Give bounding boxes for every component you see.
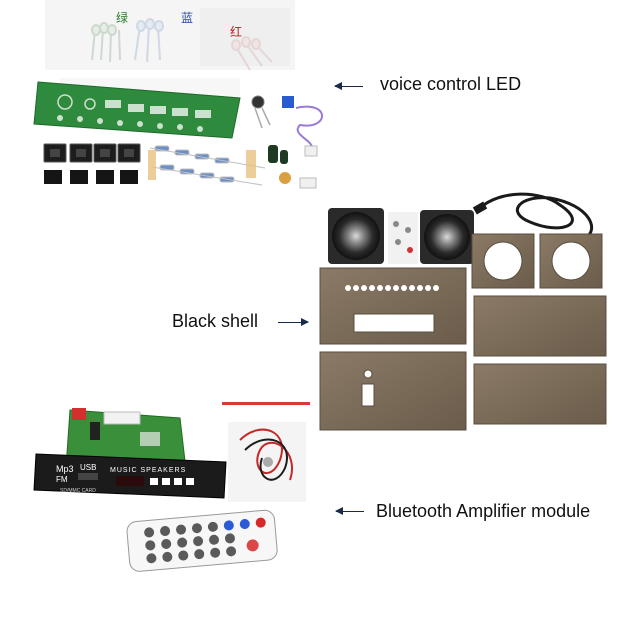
speakers xyxy=(328,192,594,264)
speaker-right-cone xyxy=(424,214,470,260)
bag-label-green: 绿 xyxy=(116,10,128,25)
led-display xyxy=(116,476,144,486)
resistors xyxy=(149,145,266,186)
ir-remote xyxy=(126,509,278,572)
blue-leds xyxy=(134,18,164,63)
wire-coil xyxy=(295,105,323,151)
label-black-shell: Black shell xyxy=(172,311,259,331)
module-face-panel: Mp3 FM USB MUSIC SPEAKERS SD/MMC CARD xyxy=(33,453,227,499)
wire-connector xyxy=(304,145,318,157)
potentiometer xyxy=(282,96,294,108)
bluetooth-module: Mp3 FM USB MUSIC SPEAKERS SD/MMC CARD xyxy=(33,402,310,502)
led-bags: 绿 蓝 红 xyxy=(45,0,295,71)
panel-brand-label: MUSIC SPEAKERS xyxy=(110,467,186,474)
usb-plug xyxy=(472,201,488,215)
ic-sockets xyxy=(43,143,141,163)
red-leds xyxy=(231,36,273,71)
speaker-panel-left xyxy=(471,233,535,289)
bt-capacitor xyxy=(90,422,100,440)
panel-card-label: SD/MMC CARD xyxy=(60,488,96,494)
side-panel-upper xyxy=(473,295,607,357)
ic-chips xyxy=(44,170,138,184)
bt-white-connector xyxy=(103,411,141,425)
screws-bag xyxy=(388,212,418,264)
remote-buttons xyxy=(144,521,237,564)
bt-red-connector xyxy=(72,408,86,420)
acrylic-shell xyxy=(319,233,607,431)
bottom-panel xyxy=(319,351,467,431)
bt-chip xyxy=(140,432,160,446)
led-pcb-kit xyxy=(33,78,323,189)
red-wire-strip xyxy=(222,402,310,405)
panel-buttons xyxy=(150,478,194,485)
pcb-silkscreen xyxy=(57,94,211,132)
remote-blue-button xyxy=(223,520,234,531)
usb-cable xyxy=(478,192,594,240)
remote-blue-button-2 xyxy=(239,519,250,530)
panel-usb-label: USB xyxy=(80,463,96,472)
arrow-bt-module xyxy=(335,507,364,515)
panel-fm-label: FM xyxy=(56,475,68,484)
speaker-panel-right xyxy=(539,233,603,289)
bag-label-blue: 蓝 xyxy=(181,11,193,25)
speaker-left-cone xyxy=(332,212,380,260)
arrow-voice-led xyxy=(334,82,363,90)
label-bt-module: Bluetooth Amplifier module xyxy=(376,501,591,521)
top-panel xyxy=(319,267,467,345)
remote-power-button xyxy=(255,517,266,528)
capacitors xyxy=(148,145,291,184)
microphone xyxy=(251,95,271,129)
side-panel-lower xyxy=(473,363,607,425)
usb-port xyxy=(78,473,98,480)
label-voice-led: voice control LED xyxy=(380,74,522,94)
arrow-black-shell xyxy=(278,318,309,326)
header-connector xyxy=(299,177,317,189)
bag-label-red: 红 xyxy=(230,24,242,39)
panel-mp3-label: Mp3 xyxy=(56,464,74,474)
wire-bundle xyxy=(228,422,306,502)
remote-logo xyxy=(246,539,259,552)
green-leds xyxy=(91,22,121,63)
